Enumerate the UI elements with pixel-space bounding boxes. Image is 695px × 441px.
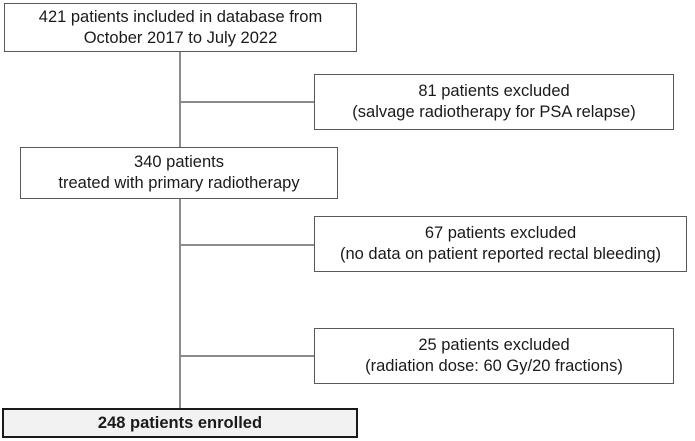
connector-branch-excluded-no-data (180, 244, 315, 246)
flow-node-excluded-dose: 25 patients excluded (radiation dose: 60… (314, 328, 674, 384)
flow-node-excluded-psa-line1: 81 patients excluded (418, 82, 570, 100)
flow-node-enrolled: 248 patients enrolled (2, 408, 358, 438)
flow-node-excluded-no-data-line2: (no data on patient reported rectal blee… (339, 245, 662, 263)
connector-branch-excluded-psa (180, 101, 315, 103)
flow-node-excluded-dose-line2: (radiation dose: 60 Gy/20 fractions) (365, 357, 623, 375)
flow-node-excluded-no-data: 67 patients excluded (no data on patient… (314, 216, 687, 272)
connector-main-vertical (179, 52, 181, 408)
connector-branch-excluded-dose (180, 355, 315, 357)
flow-node-included: 421 patients included in database from O… (4, 3, 357, 52)
flow-node-excluded-dose-line1: 25 patients excluded (418, 336, 570, 354)
flow-node-excluded-no-data-line1: 67 patients excluded (424, 224, 577, 242)
flow-node-included-line1: 421 patients included in database from (38, 7, 323, 26)
flow-node-primary-radiotherapy-line2: treated with primary radiotherapy (58, 174, 300, 192)
flow-node-excluded-psa-line2: (salvage radiotherapy for PSA relapse) (352, 103, 636, 121)
flow-node-enrolled-line1: 248 patients enrolled (97, 413, 263, 432)
flow-node-primary-radiotherapy-line1: 340 patients (134, 153, 224, 171)
flow-node-excluded-psa: 81 patients excluded (salvage radiothera… (314, 74, 674, 130)
flow-node-primary-radiotherapy: 340 patients treated with primary radiot… (20, 147, 338, 199)
flow-node-included-line2: October 2017 to July 2022 (83, 28, 278, 47)
